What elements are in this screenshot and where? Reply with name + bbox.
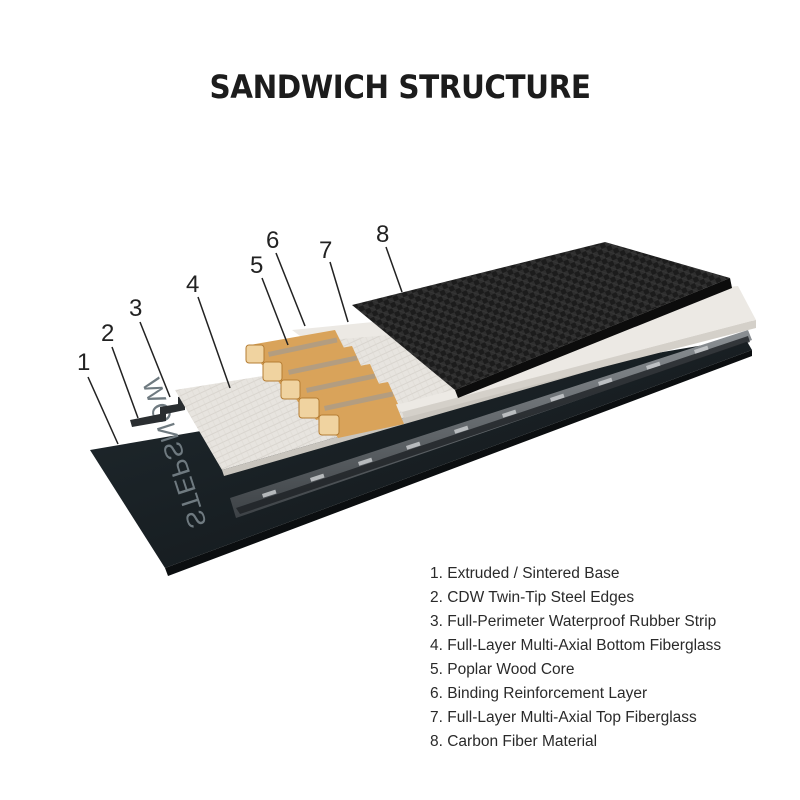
legend-item-carbon-fiber: 8. Carbon Fiber Material <box>430 733 598 750</box>
callout-8: 8 <box>376 221 389 248</box>
callout-6: 6 <box>266 227 279 254</box>
legend-item-base: 1. Extruded / Sintered Base <box>430 565 620 582</box>
callout-numbers: 1 2 3 4 5 6 7 8 <box>77 221 389 376</box>
callout-1: 1 <box>77 349 90 376</box>
callout-5: 5 <box>250 252 263 279</box>
wood-core-layer <box>245 330 404 438</box>
layer-legend: 1. Extruded / Sintered Base 2. CDW Twin-… <box>430 562 721 754</box>
callout-4: 4 <box>186 271 199 298</box>
legend-item-rubber-strip: 3. Full-Perimeter Waterproof Rubber Stri… <box>430 613 717 630</box>
callout-lines <box>87 246 403 445</box>
callout-7: 7 <box>319 237 332 264</box>
legend-item-reinforcement: 6. Binding Reinforcement Layer <box>430 685 648 702</box>
diagram-title: SANDWICH STRUCTURE <box>209 68 591 106</box>
carbon-fiber-layer <box>352 242 732 398</box>
callout-3: 3 <box>129 295 142 322</box>
steel-edge-layer <box>130 330 752 518</box>
legend-item-wood-core: 5. Poplar Wood Core <box>430 661 575 678</box>
legend-item-bottom-fiberglass: 4. Full-Layer Multi-Axial Bottom Fibergl… <box>430 637 722 654</box>
callout-2: 2 <box>101 320 114 347</box>
legend-item-top-fiberglass: 7. Full-Layer Multi-Axial Top Fiberglass <box>430 709 697 726</box>
legend-item-steel-edges: 2. CDW Twin-Tip Steel Edges <box>430 589 635 606</box>
